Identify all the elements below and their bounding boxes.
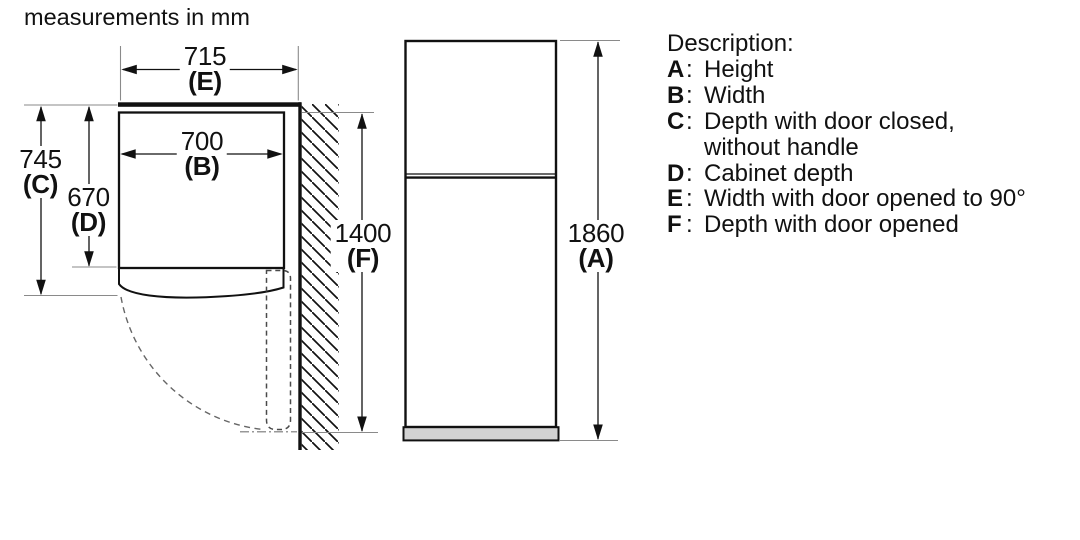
description-letter-D: D bbox=[667, 159, 685, 187]
fridge-base-plinth bbox=[402, 426, 560, 442]
description-text-E: Width with door opened to 90° bbox=[704, 185, 1026, 213]
description-item-B: B: Width bbox=[667, 81, 1067, 109]
description-text-C: Depth with door closed, without handle bbox=[704, 107, 955, 161]
dim-label-F: 1400 (F) bbox=[330, 218, 396, 273]
dim-letter-B: (B) bbox=[184, 151, 220, 181]
dim-value-D: 670 bbox=[67, 181, 110, 212]
description-item-F: F: Depth with door opened bbox=[667, 212, 1067, 238]
description-colon: : bbox=[686, 211, 693, 239]
arrow-B-right bbox=[267, 149, 283, 159]
dim-letter-A: (A) bbox=[578, 243, 614, 273]
description-text-F: Depth with door opened bbox=[704, 211, 959, 239]
arrow-A-top bbox=[593, 41, 603, 57]
dim-letter-F: (F) bbox=[346, 243, 380, 273]
arrow-E-right bbox=[282, 64, 298, 75]
arrow-F-bottom bbox=[357, 416, 367, 432]
arrow-A-bottom bbox=[593, 424, 603, 440]
dim-label-E: 715 (E) bbox=[179, 41, 231, 96]
dim-letter-D: (D) bbox=[70, 206, 107, 237]
dim-value-F: 1400 bbox=[334, 218, 392, 248]
dim-label-D: 670 (D) bbox=[63, 181, 114, 237]
description-legend: Description: A: Height B: Width C: Depth wi… bbox=[667, 31, 1067, 238]
fridge-front-body bbox=[404, 39, 558, 429]
description-colon: : bbox=[686, 159, 693, 187]
description-letter-C: C bbox=[667, 107, 685, 135]
arrow-C-bottom bbox=[36, 279, 46, 296]
door-swing-arc bbox=[120, 296, 264, 431]
arrow-C-top bbox=[36, 105, 46, 122]
dim-letter-E: (E) bbox=[188, 66, 222, 96]
dim-value-A: 1860 bbox=[567, 218, 625, 248]
description-item-A: A: Height bbox=[667, 57, 1067, 83]
description-item-D: D: Cabinet depth bbox=[667, 159, 1067, 187]
dim-value-E: 715 bbox=[183, 41, 227, 71]
arrow-D-top bbox=[84, 105, 94, 122]
description-colon: : bbox=[686, 107, 693, 135]
description-colon: : bbox=[686, 55, 693, 83]
arrow-B-left bbox=[120, 149, 136, 159]
dim-value-B: 700 bbox=[180, 126, 224, 156]
description-item-C: C: Depth with door closed, without handle bbox=[667, 107, 1067, 161]
arrow-F-top bbox=[357, 113, 367, 129]
description-letter-B: B bbox=[667, 81, 685, 109]
dim-label-A: 1860 (A) bbox=[563, 218, 629, 273]
description-text-A: Height bbox=[704, 55, 774, 83]
description-letter-E: E bbox=[667, 185, 684, 213]
dim-letter-C: (C) bbox=[22, 169, 59, 199]
door-open-dashed-outline bbox=[265, 269, 292, 431]
description-item-E: E: Width with door opened to 90° bbox=[667, 186, 1067, 212]
description-letter-F: F bbox=[667, 211, 682, 239]
description-colon: : bbox=[686, 185, 693, 213]
wall-hatching bbox=[301, 104, 339, 450]
arrow-D-bottom bbox=[84, 251, 94, 267]
dim-label-C: 745 (C) bbox=[15, 144, 66, 199]
arrow-E-left bbox=[121, 64, 137, 75]
description-text-D: Cabinet depth bbox=[704, 159, 854, 187]
dim-value-C: 745 bbox=[19, 144, 62, 174]
description-letter-A: A bbox=[667, 55, 685, 83]
description-heading: Description: bbox=[667, 30, 794, 57]
page-title: measurements in mm bbox=[24, 4, 250, 30]
door-open-90-line bbox=[118, 102, 301, 107]
description-text-B: Width bbox=[704, 81, 766, 109]
dim-label-B: 700 (B) bbox=[176, 126, 228, 181]
door-closed-outline bbox=[118, 268, 285, 299]
description-colon: : bbox=[686, 81, 693, 109]
